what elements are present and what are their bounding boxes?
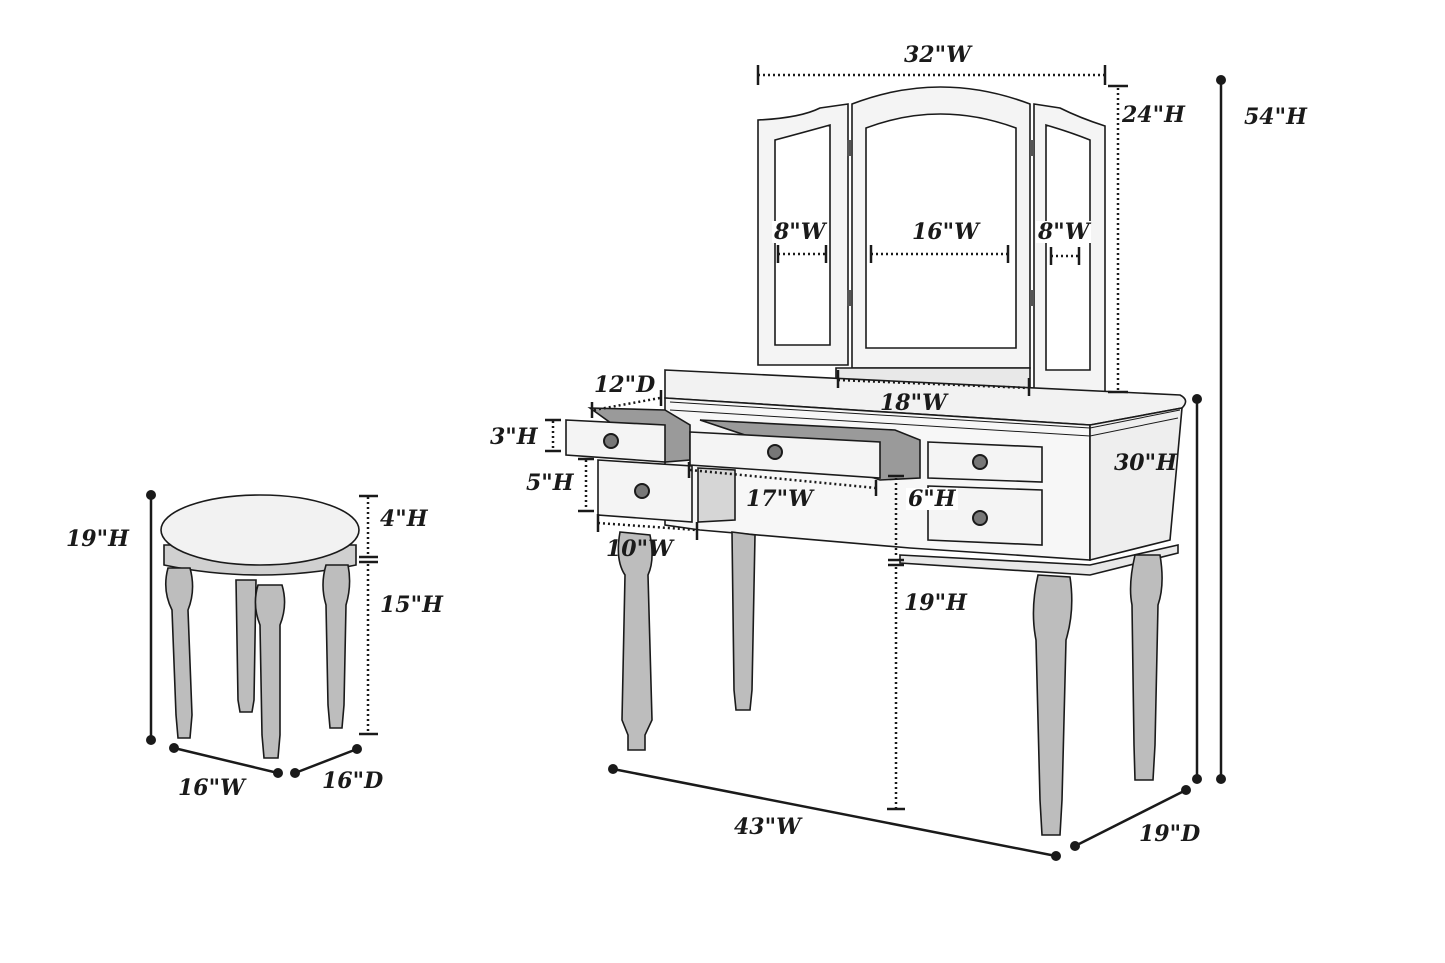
vanity-width-label: 43"W — [734, 814, 801, 840]
center-panel-width-label: 16"W — [910, 219, 981, 245]
drawers — [565, 407, 1043, 546]
mirror-width-label: 32"W — [904, 42, 971, 68]
stool-depth-label: 16"D — [322, 768, 384, 794]
stool-leg-height-label: 15"H — [380, 592, 443, 618]
drawer-depth-label: 12"D — [594, 372, 656, 398]
dimension-lines — [149, 65, 1223, 858]
dimension-endpoint-dots — [146, 75, 1226, 861]
stool-height-label: 19"H — [66, 526, 129, 552]
stool — [160, 494, 360, 759]
vanity-depth-label: 19"D — [1139, 821, 1201, 847]
side-drawer-width-label: 10"W — [606, 536, 673, 562]
vanity-height-label: 30"H — [1114, 450, 1177, 476]
side-drawer-height-label: 5"H — [526, 470, 574, 496]
right-drawer-height-label: 6"H — [906, 486, 958, 512]
dentil-molding — [669, 401, 1181, 437]
stool-seat-height-label: 4"H — [380, 506, 428, 532]
center-drawer-width-label: 17"W — [746, 486, 813, 512]
stool-width-label: 16"W — [178, 775, 245, 801]
overall-height-label: 54"H — [1244, 104, 1307, 130]
mirror-height-label: 24"H — [1122, 102, 1185, 128]
knob-icons — [603, 433, 988, 526]
left-panel-width-label: 8"W — [772, 219, 828, 245]
top-drawer-height-label: 3"H — [490, 424, 538, 450]
mirror-base-width-label: 18"W — [880, 390, 947, 416]
vanity-legs — [617, 531, 1163, 836]
right-panel-width-label: 8"W — [1036, 219, 1092, 245]
knee-clearance-label: 19"H — [904, 590, 967, 616]
hinge-icons — [847, 140, 1034, 306]
